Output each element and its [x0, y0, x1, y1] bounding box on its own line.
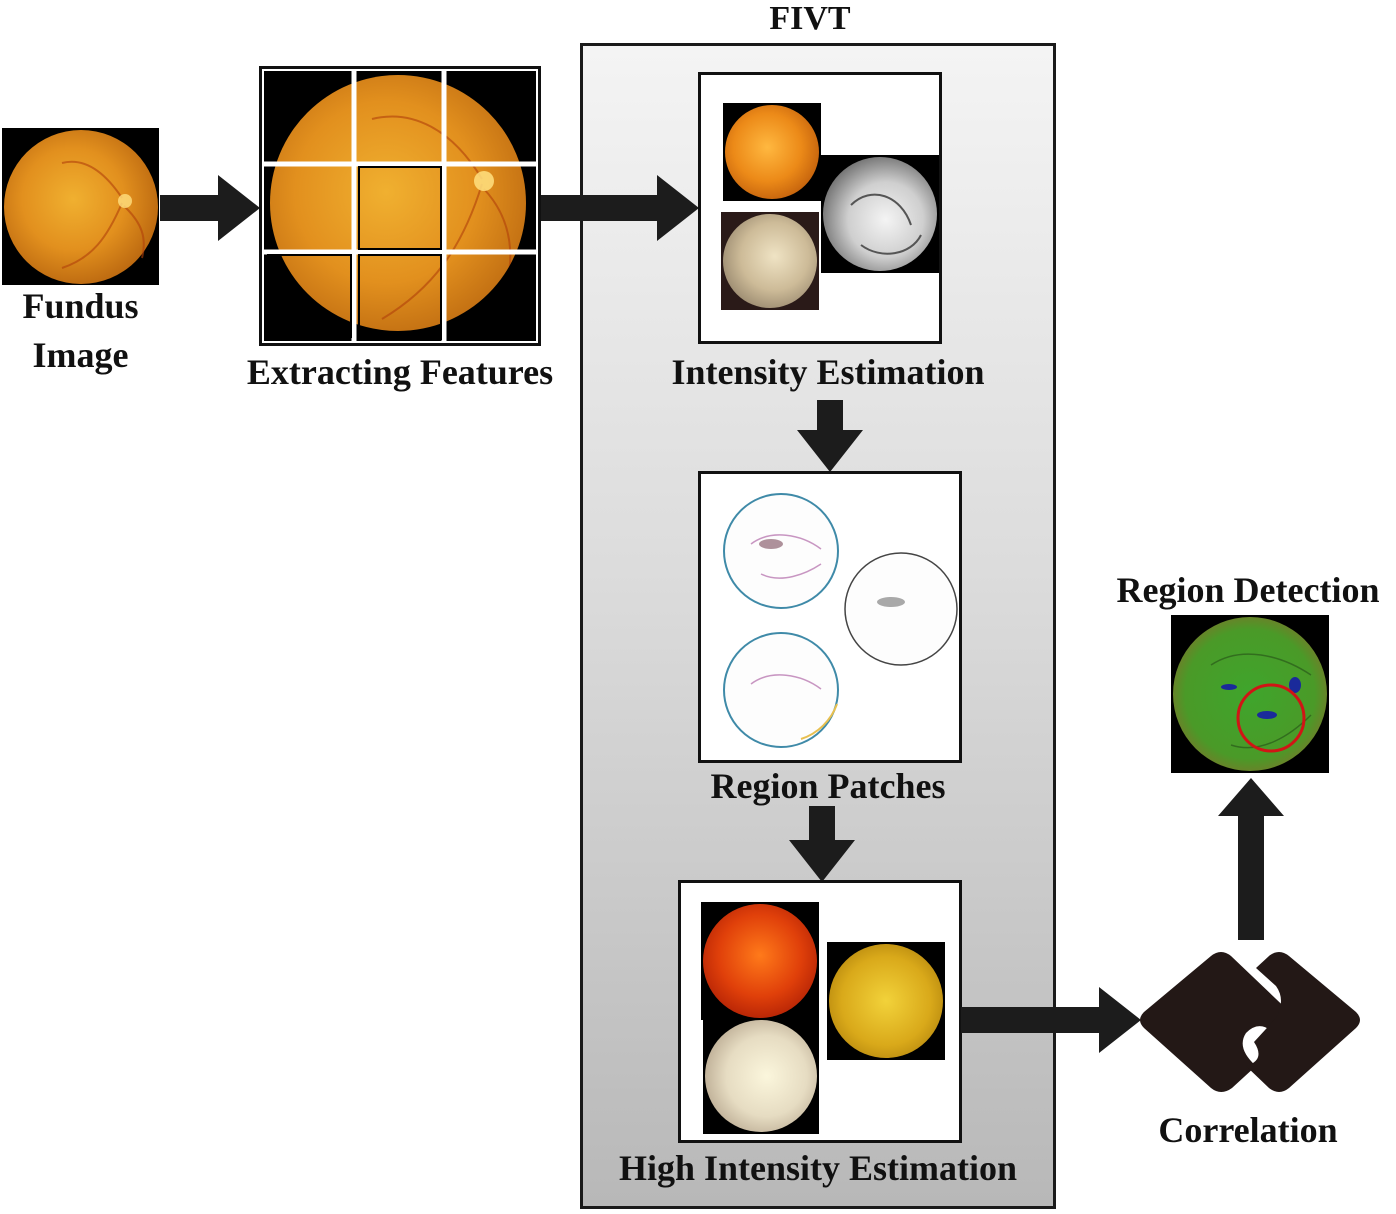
arrow-fundus-to-features — [160, 175, 260, 241]
fundus-image-label-line2: Image — [32, 335, 129, 375]
region-patches-node — [698, 471, 962, 763]
correlation-label: Correlation — [1158, 1110, 1338, 1150]
feature-grid-image — [262, 69, 538, 343]
region-detection-image — [1173, 617, 1327, 771]
intensity-estimation-label: Intensity Estimation — [671, 352, 985, 392]
intensity-estimation-node — [698, 72, 942, 344]
fivt-group-title: FIVT — [769, 0, 851, 37]
region-detection-label: Region Detection — [1116, 570, 1380, 610]
intensity-estimation-images — [721, 103, 939, 310]
fundus-image-node — [2, 128, 159, 285]
arrow-correlation-to-detection — [1218, 778, 1284, 940]
high-intensity-estimation-label: High Intensity Estimation — [618, 1148, 1018, 1188]
extracting-features-label: Extracting Features — [246, 352, 554, 392]
fundus-image-label-line1: Fundus — [22, 286, 139, 326]
region-patches-images — [723, 493, 958, 748]
extracting-features-node — [259, 66, 541, 346]
arrow-intensity-to-patches — [797, 400, 863, 472]
high-intensity-estimation-node — [678, 880, 962, 1143]
highlight-circle — [1236, 683, 1306, 753]
arrow-features-to-intensity — [541, 175, 699, 241]
region-patches-label: Region Patches — [710, 766, 946, 806]
high-intensity-images — [701, 902, 945, 1134]
fundus-image — [4, 130, 158, 284]
arrow-patches-to-high-intensity — [789, 806, 855, 882]
arrow-high-intensity-to-correlation — [961, 987, 1141, 1053]
correlation-icon — [1140, 952, 1360, 1092]
region-detection-node — [1171, 615, 1329, 773]
